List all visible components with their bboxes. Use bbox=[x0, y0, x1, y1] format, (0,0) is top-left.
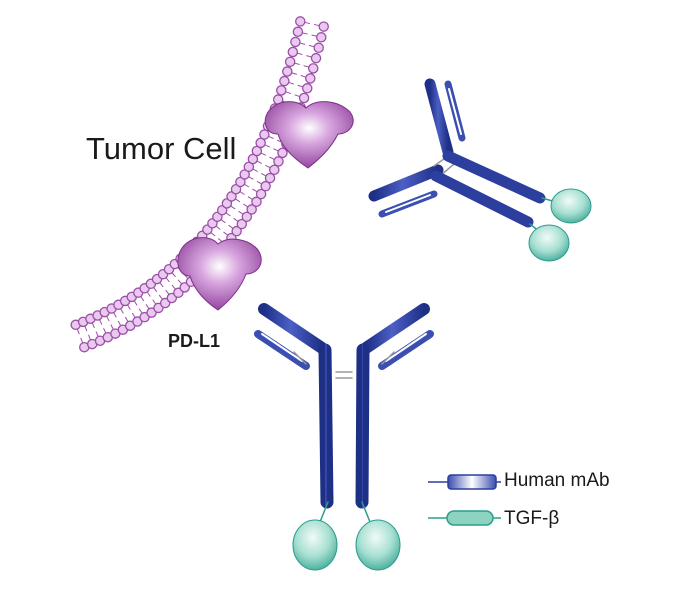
lipid-head bbox=[310, 52, 322, 64]
lipid-head bbox=[316, 32, 327, 43]
pd-l1-protein-upper bbox=[264, 101, 354, 169]
cell-membrane bbox=[70, 16, 329, 353]
legend-symbol-human-mab bbox=[428, 474, 501, 490]
lipid-head bbox=[318, 21, 329, 32]
antibody-lower bbox=[254, 303, 434, 523]
pd-l1-protein-lower bbox=[177, 237, 262, 311]
pd-l1-label: PD-L1 bbox=[168, 331, 221, 351]
lipid-head bbox=[236, 218, 248, 230]
tgf-beta-lower-2 bbox=[355, 519, 401, 571]
legend-symbol-tgf-beta bbox=[428, 510, 501, 526]
tgf-beta-upper-2 bbox=[528, 224, 570, 262]
lipid-head bbox=[273, 156, 284, 167]
antibody-upper bbox=[368, 78, 557, 233]
lipid-head bbox=[295, 16, 306, 27]
lipid-head bbox=[284, 56, 296, 68]
lipid-head bbox=[269, 164, 280, 176]
lipid-head bbox=[307, 63, 319, 74]
legend-label-tgf-beta: TGF-β bbox=[504, 508, 560, 529]
lipid-head bbox=[305, 73, 316, 84]
tgf-beta-lower-1 bbox=[292, 519, 338, 571]
lipid-head bbox=[313, 42, 324, 54]
lipid-head bbox=[259, 129, 270, 140]
lipid-head bbox=[292, 26, 304, 38]
lipid-head bbox=[290, 36, 301, 48]
lipid-head bbox=[260, 180, 271, 192]
lipid-head bbox=[301, 83, 313, 94]
tumor-cell-label: Tumor Cell bbox=[86, 131, 237, 166]
lipid-head bbox=[241, 211, 253, 223]
lipid-head bbox=[251, 196, 262, 208]
lipid-head bbox=[264, 172, 276, 184]
lipid-head bbox=[287, 46, 299, 58]
lipid-head bbox=[231, 225, 242, 237]
legend-label-human-mab: Human mAb bbox=[504, 470, 610, 491]
lipid-head bbox=[279, 75, 290, 87]
tgf-beta-upper-1 bbox=[550, 188, 592, 224]
lipid-head bbox=[255, 188, 267, 200]
lipid-head bbox=[277, 147, 288, 159]
lipid-head bbox=[282, 66, 293, 77]
lipid-head bbox=[276, 85, 287, 96]
lipid-head bbox=[255, 137, 266, 149]
lipid-head bbox=[298, 92, 310, 104]
lipid-head bbox=[246, 204, 257, 215]
